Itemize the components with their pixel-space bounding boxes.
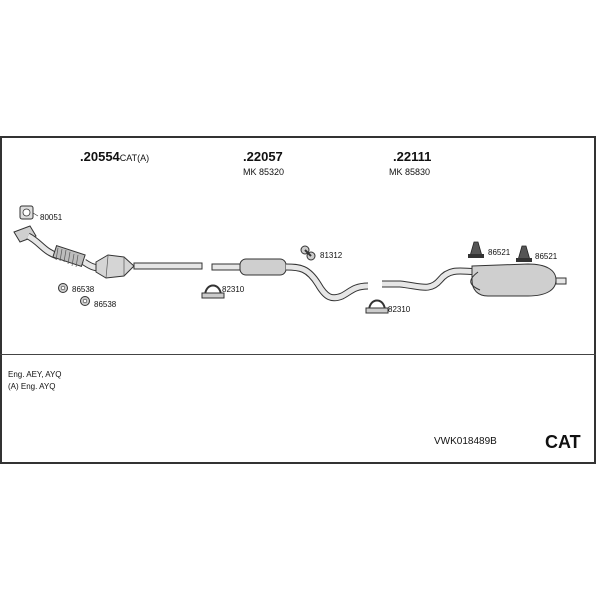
clamp-icon	[201, 284, 225, 299]
notes-divider	[0, 354, 596, 355]
hanger-icon	[516, 245, 532, 262]
nut-icon	[58, 283, 68, 293]
gasket-label: 80051	[40, 213, 63, 222]
nut-label: 86538	[72, 285, 95, 294]
engine-note-1: Eng. AEY, AYQ	[8, 370, 62, 379]
hanger-icon	[468, 241, 484, 258]
middle-silencer-part-number: .22057	[243, 149, 283, 164]
kit-code: VWK018489B	[434, 436, 497, 447]
category-label: CAT	[545, 432, 581, 452]
hanger-label: 86521	[535, 252, 558, 261]
rear-silencer-drawing	[382, 263, 567, 297]
rubber-mount-icon	[300, 245, 316, 261]
hanger-label: 86521	[488, 248, 511, 257]
nut-label: 86538	[94, 300, 117, 309]
middle-silencer-drawing	[211, 258, 369, 302]
clamp-label: 82310	[222, 285, 245, 294]
front-pipe-drawing	[13, 225, 203, 279]
rear-silencer-part-number: .22111	[393, 149, 432, 164]
middle-silencer-mounting-kit: MK 85320	[243, 167, 285, 177]
gasket-icon	[19, 205, 34, 220]
rear-silencer-mounting-kit: MK 85830	[389, 167, 431, 177]
diagram-frame	[0, 136, 596, 464]
nut-icon	[80, 296, 90, 306]
front-pipe-part-number: .20554CAT(A)	[80, 149, 150, 164]
clamp-icon	[365, 299, 389, 314]
engine-note-2: (A) Eng. AYQ	[8, 382, 56, 391]
clamp-label: 82310	[388, 305, 411, 314]
rubber-mount-label: 81312	[320, 251, 343, 260]
